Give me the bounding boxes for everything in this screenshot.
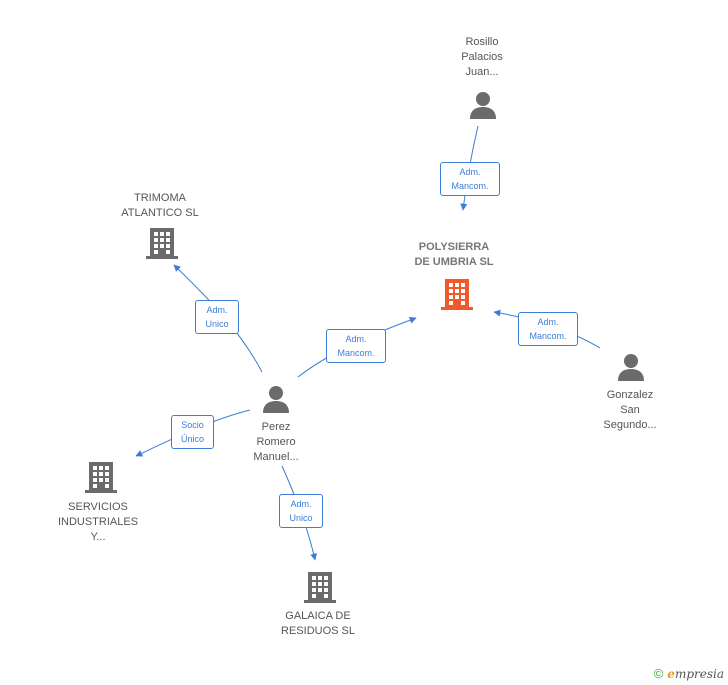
edge-label-perez-servicios[interactable]: Socio Único	[171, 415, 214, 449]
node-label-rosillo[interactable]: Rosillo Palacios Juan...	[461, 36, 503, 78]
edge-label-perez-polysierra[interactable]: Adm. Mancom.	[326, 329, 386, 363]
building-icon[interactable]	[304, 570, 336, 604]
person-icon[interactable]	[468, 90, 498, 120]
edge-label-perez-galaica[interactable]: Adm. Unico	[279, 494, 323, 528]
node-label-trimoma[interactable]: TRIMOMA ATLANTICO SL	[121, 192, 199, 219]
node-label-gonzalez[interactable]: Gonzalez San Segundo...	[603, 389, 657, 431]
person-icon[interactable]	[261, 384, 291, 414]
brand-watermark: ©empresia	[654, 666, 724, 681]
node-label-perez[interactable]: Perez Romero Manuel...	[253, 421, 299, 463]
edge-label-rosillo-polysierra[interactable]: Adm. Mancom.	[440, 162, 500, 196]
person-icon[interactable]	[616, 352, 646, 382]
node-label-servicios[interactable]: SERVICIOS INDUSTRIALES Y...	[57, 501, 139, 543]
brand-name: mpresia	[674, 667, 724, 681]
copyright-symbol: ©	[653, 666, 664, 681]
building-icon[interactable]	[146, 226, 178, 260]
edge-label-gonzalez-polysierra[interactable]: Adm. Mancom.	[518, 312, 578, 346]
node-label-polysierra[interactable]: POLYSIERRA DE UMBRIA SL	[414, 241, 494, 268]
brand-logo-e: e	[667, 667, 675, 681]
building-icon[interactable]	[85, 460, 117, 494]
building-focus-icon[interactable]	[441, 277, 473, 311]
edge-label-perez-trimoma[interactable]: Adm. Unico	[195, 300, 239, 334]
node-label-galaica[interactable]: GALAICA DE RESIDUOS SL	[281, 610, 355, 637]
